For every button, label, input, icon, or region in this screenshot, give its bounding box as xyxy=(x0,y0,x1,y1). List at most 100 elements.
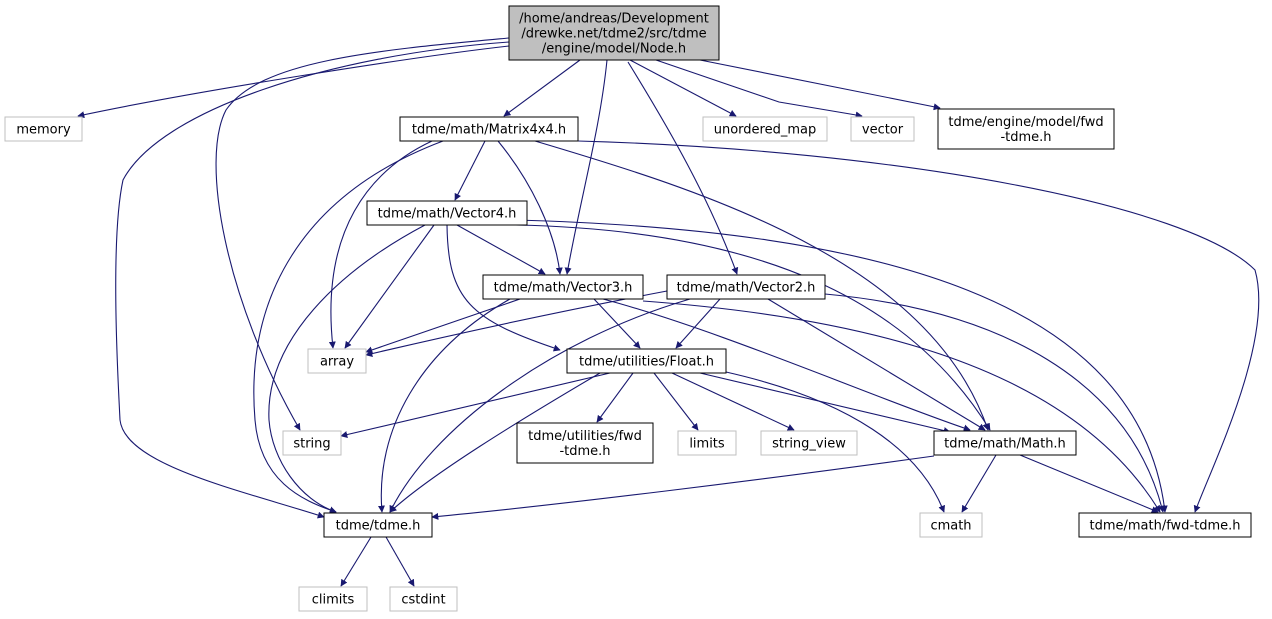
edge-vector4-to-array xyxy=(344,224,435,349)
node-box xyxy=(919,512,983,538)
node-matrix4x4[interactable]: tdme/math/Matrix4x4.h xyxy=(399,116,579,142)
node-box xyxy=(298,586,368,612)
node-tdme-h[interactable]: tdme/tdme.h xyxy=(323,512,433,538)
node-box xyxy=(677,430,737,456)
edge-vector4-to-math_h xyxy=(515,224,991,431)
edge-vector2-to-tdme_h xyxy=(389,298,691,513)
node-box xyxy=(566,348,727,374)
edge-node_h-to-memory xyxy=(77,45,510,119)
node-box xyxy=(389,586,458,612)
edge-vector4-to-float_h xyxy=(446,224,561,352)
edge-node_h-to-unordered_map xyxy=(629,59,737,117)
node-box xyxy=(760,430,858,456)
node-label: climits xyxy=(312,593,355,608)
edge-vector2-to-math_h xyxy=(767,298,986,431)
node-label: memory xyxy=(16,123,71,138)
edge-matrix4x4-to-vector4 xyxy=(454,140,486,201)
node-label: cstdint xyxy=(401,593,445,608)
edge-node_h-to-tdme_h xyxy=(115,41,510,519)
edge-float_h-to-math_h xyxy=(699,372,951,434)
node-cstdint: cstdint xyxy=(389,586,458,612)
node-label: -tdme.h xyxy=(559,444,610,459)
edge-vector3-to-math_h xyxy=(602,298,971,432)
node-label: -tdme.h xyxy=(1000,130,1051,145)
node-box xyxy=(516,422,654,464)
edge-matrix4x4-to-math_fwd xyxy=(577,140,1260,513)
node-box xyxy=(323,512,433,538)
node-label: tdme/utilities/Float.h xyxy=(579,355,714,370)
node-math-h[interactable]: tdme/math/Math.h xyxy=(933,430,1077,456)
edge-vector2-to-math_fwd xyxy=(824,293,1165,513)
node-string: string xyxy=(282,430,342,456)
edge-float_h-to-tdme_h xyxy=(389,372,601,513)
node-vector2[interactable]: tdme/math/Vector2.h xyxy=(666,274,826,300)
node-box xyxy=(1078,512,1252,538)
node-box xyxy=(482,274,644,300)
node-climits: climits xyxy=(298,586,368,612)
node-label: tdme/math/Matrix4x4.h xyxy=(412,123,566,138)
node-vector4[interactable]: tdme/math/Vector4.h xyxy=(366,200,528,226)
node-label: vector xyxy=(862,123,904,138)
node-label: tdme/math/Vector3.h xyxy=(494,281,633,296)
edge-vector3-to-math_fwd xyxy=(642,300,1161,513)
edge-vector4-to-vector3 xyxy=(456,224,546,275)
edge-tdme_h-to-cstdint xyxy=(385,536,415,587)
node-box xyxy=(508,5,720,61)
node-cmath: cmath xyxy=(919,512,983,538)
node-vector3[interactable]: tdme/math/Vector3.h xyxy=(482,274,644,300)
node-math-fwd[interactable]: tdme/math/fwd-tdme.h xyxy=(1078,512,1252,538)
node-box xyxy=(666,274,826,300)
node-label: string_view xyxy=(772,437,846,452)
edge-float_h-to-string xyxy=(340,372,611,438)
node-node-h[interactable]: /home/andreas/Development/drewke.net/tdm… xyxy=(508,5,720,61)
node-box xyxy=(933,430,1077,456)
edge-node_h-to-string xyxy=(215,37,510,431)
edge-matrix4x4-to-vector3 xyxy=(497,140,563,275)
node-box xyxy=(850,116,915,142)
edge-vector3-to-float_h xyxy=(593,298,641,349)
edge-float_h-to-string_view xyxy=(671,372,795,431)
edges-layer xyxy=(77,37,1260,587)
node-float-h[interactable]: tdme/utilities/Float.h xyxy=(566,348,727,374)
edge-tdme_h-to-climits xyxy=(340,536,372,587)
edge-vector4-to-tdme_h xyxy=(268,224,426,514)
node-label: unordered_map xyxy=(714,123,817,138)
edge-matrix4x4-to-array xyxy=(328,140,433,349)
node-label: tdme/utilities/fwd xyxy=(528,429,642,444)
node-label: array xyxy=(320,355,354,370)
node-box xyxy=(282,430,342,456)
nodes-layer: /home/andreas/Development/drewke.net/tdm… xyxy=(4,5,1252,612)
node-label: tdme/tdme.h xyxy=(336,519,421,534)
node-unordered-map: unordered_map xyxy=(702,116,828,142)
edge-float_h-to-utilities_fwd xyxy=(596,372,634,423)
node-label: cmath xyxy=(930,519,971,534)
node-box xyxy=(702,116,828,142)
edge-vector4-to-math_fwd xyxy=(515,219,1168,513)
node-vector: vector xyxy=(850,116,915,142)
node-label: /drewke.net/tdme2/src/tdme xyxy=(521,27,706,42)
node-box xyxy=(399,116,579,142)
node-label: /engine/model/Node.h xyxy=(542,42,686,57)
edge-node_h-to-vector2 xyxy=(627,61,739,275)
edge-float_h-to-cmath xyxy=(725,371,945,513)
node-memory: memory xyxy=(4,116,83,142)
node-box xyxy=(937,108,1115,150)
node-model-fwd[interactable]: tdme/engine/model/fwd-tdme.h xyxy=(937,108,1115,150)
edge-node_h-to-vector3 xyxy=(564,59,608,275)
node-array: array xyxy=(307,348,367,374)
node-limits: limits xyxy=(677,430,737,456)
edge-node_h-to-matrix4x4 xyxy=(503,59,581,117)
node-label: tdme/math/Math.h xyxy=(944,437,1066,452)
edge-math_h-to-math_fwd xyxy=(1019,454,1159,513)
node-label: tdme/math/Vector4.h xyxy=(378,207,517,222)
node-utilities-fwd[interactable]: tdme/utilities/fwd-tdme.h xyxy=(516,422,654,464)
edge-node_h-to-vector xyxy=(655,59,863,119)
edge-vector2-to-float_h xyxy=(675,298,721,349)
edge-matrix4x4-to-math_h xyxy=(534,140,990,431)
node-string-view: string_view xyxy=(760,430,858,456)
node-label: limits xyxy=(689,437,725,452)
edge-math_h-to-cmath xyxy=(961,454,997,513)
node-label: /home/andreas/Development xyxy=(519,12,709,27)
edge-math_h-to-tdme_h xyxy=(431,455,935,520)
